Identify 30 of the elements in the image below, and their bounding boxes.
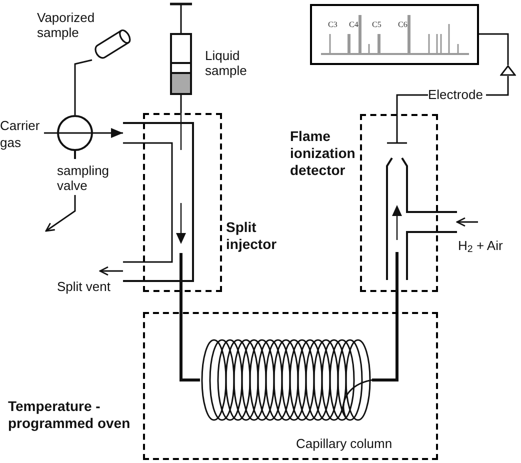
- connector-line: [479, 33, 509, 65]
- section-heading: Temperature - programmed oven: [8, 398, 132, 432]
- arrow: [111, 128, 123, 138]
- edge-label: H$_{2}$ + Air: [458, 238, 503, 253]
- connector-line: [44, 132, 57, 134]
- section-heading: Split injector: [226, 219, 278, 253]
- vial-caption: Vaporized sample: [37, 10, 96, 40]
- connector-line: [396, 94, 428, 114]
- edge-label: Split vent: [57, 279, 110, 294]
- peak-label: C6: [398, 20, 408, 29]
- connector-line: [180, 292, 200, 382]
- capillary-coil: [200, 338, 372, 422]
- peak-label: C4: [349, 20, 358, 29]
- connector-line: [180, 95, 182, 113]
- recorder-panel: [310, 4, 479, 65]
- arrow: [456, 217, 478, 227]
- coil-caption: Capillary column: [296, 436, 394, 451]
- connector-line: [74, 59, 92, 115]
- connector-line: [486, 76, 509, 96]
- amplifier-triangle: [500, 65, 516, 76]
- valve-label: sampling valve: [57, 163, 110, 193]
- electrode-label: Electrode: [428, 87, 483, 103]
- peak-label: C5: [372, 20, 382, 29]
- peak-label: C3: [328, 20, 338, 29]
- syringe-label: Liquid sample: [205, 48, 248, 78]
- connector-line: [372, 292, 398, 382]
- section-heading: Flame ionization detector: [290, 128, 356, 179]
- arrow: [45, 195, 76, 232]
- inlet-label: Carrier gas: [0, 117, 44, 151]
- arrow: [99, 266, 123, 276]
